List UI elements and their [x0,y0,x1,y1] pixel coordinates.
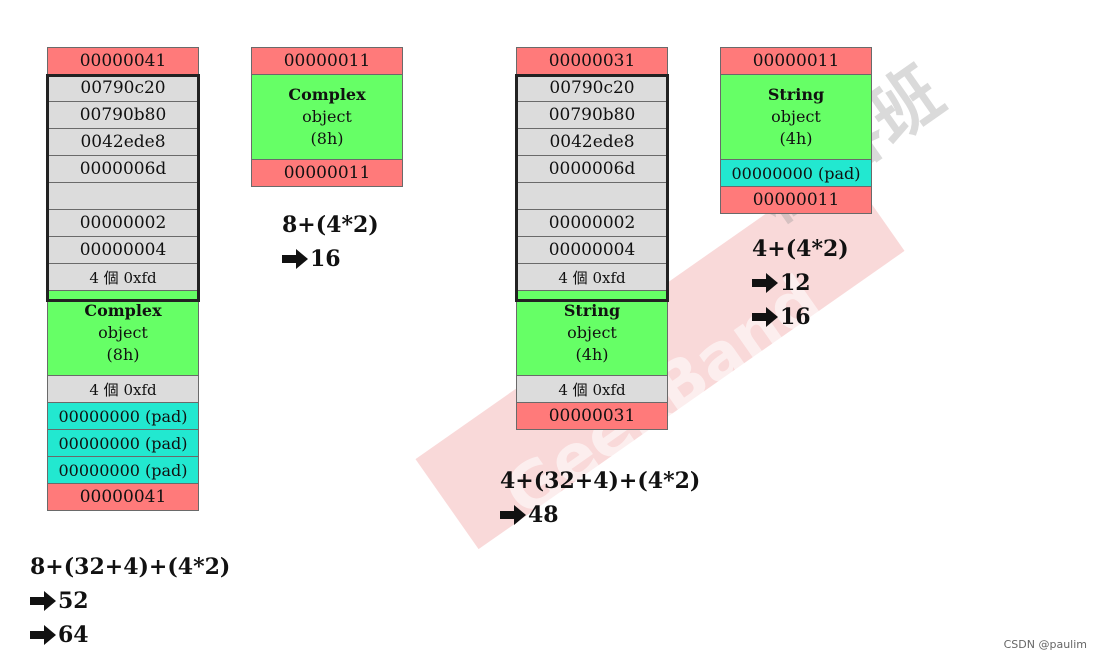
cookie-header: 00000031 [516,47,668,75]
arrow-right-icon [30,625,56,645]
debug-header-row: 4 個 0xfd [516,263,668,291]
debug-header-row: 00000004 [47,236,199,264]
memory-block-debug-complex: 00000041 00790c20 00790b80 0042ede8 0000… [47,47,199,511]
calc-formula: 4+(4*2) [752,236,849,262]
calc-result: 16 [780,304,811,330]
debug-header-row: 00790c20 [516,74,668,102]
debug-header-row: 00000002 [516,209,668,237]
object-label: object [771,107,821,126]
object-type: Complex [288,85,366,104]
fence-row: 4 個 0xfd [47,375,199,403]
debug-header-row: 0000006d [516,155,668,183]
calc-formula: 8+(32+4)+(4*2) [30,554,231,580]
arrow-right-icon [500,505,526,525]
object-size: (8h) [106,345,140,364]
arrow-right-icon [752,307,778,327]
object-size: (4h) [575,345,609,364]
calc-result: 64 [58,622,89,648]
calc-formula: 8+(4*2) [282,212,379,238]
debug-header-row: 0042ede8 [47,128,199,156]
debug-header-row: 0042ede8 [516,128,668,156]
object-size: (8h) [310,129,344,148]
fence-row: 4 個 0xfd [516,375,668,403]
debug-header-row [47,182,199,210]
calc-block2: 8+(4*2) 16 [282,208,379,276]
pad-row: 00000000 (pad) [47,456,199,484]
footer-credit: CSDN @paulim [1003,638,1087,651]
object-type: String [767,85,825,104]
debug-header-row: 00790b80 [47,101,199,129]
object-label: object [98,323,148,342]
memory-block-release-complex: 00000011 Complex object (8h) 00000011 [251,47,403,187]
calc-result: 48 [528,502,559,528]
cookie-header: 00000041 [47,47,199,75]
pad-row: 00000000 (pad) [720,159,872,187]
debug-header-row [516,182,668,210]
object-type: Complex [84,301,162,320]
object-cell: String object (4h) [516,290,668,376]
cookie-header: 00000011 [720,47,872,75]
calc-block3: 4+(32+4)+(4*2) 48 [500,464,700,532]
object-cell: Complex object (8h) [47,290,199,376]
memory-block-release-string: 00000011 String object (4h) 00000000 (pa… [720,47,872,214]
arrow-right-icon [30,591,56,611]
cookie-footer: 00000011 [251,159,403,187]
object-size: (4h) [779,129,813,148]
cookie-footer: 00000041 [47,483,199,511]
calc-result: 12 [780,270,811,296]
object-type: String [563,301,621,320]
cookie-footer: 00000011 [720,186,872,214]
arrow-right-icon [752,273,778,293]
debug-header-row: 00000002 [47,209,199,237]
calc-result: 16 [310,246,341,272]
pad-row: 00000000 (pad) [47,402,199,430]
cookie-footer: 00000031 [516,402,668,430]
cookie-header: 00000011 [251,47,403,75]
debug-header-row: 00790b80 [516,101,668,129]
calc-result: 52 [58,588,89,614]
object-label: object [567,323,617,342]
pad-row: 00000000 (pad) [47,429,199,457]
object-cell: Complex object (8h) [251,74,403,160]
memory-block-debug-string: 00000031 00790c20 00790b80 0042ede8 0000… [516,47,668,430]
object-label: object [302,107,352,126]
debug-header-row: 0000006d [47,155,199,183]
object-cell: String object (4h) [720,74,872,160]
arrow-right-icon [282,249,308,269]
calc-formula: 4+(32+4)+(4*2) [500,468,701,494]
calc-block4: 4+(4*2) 12 16 [752,232,849,334]
debug-header-row: 00790c20 [47,74,199,102]
debug-header-row: 00000004 [516,236,668,264]
debug-header-row: 4 個 0xfd [47,263,199,291]
calc-block1: 8+(32+4)+(4*2) 52 64 [30,550,230,652]
